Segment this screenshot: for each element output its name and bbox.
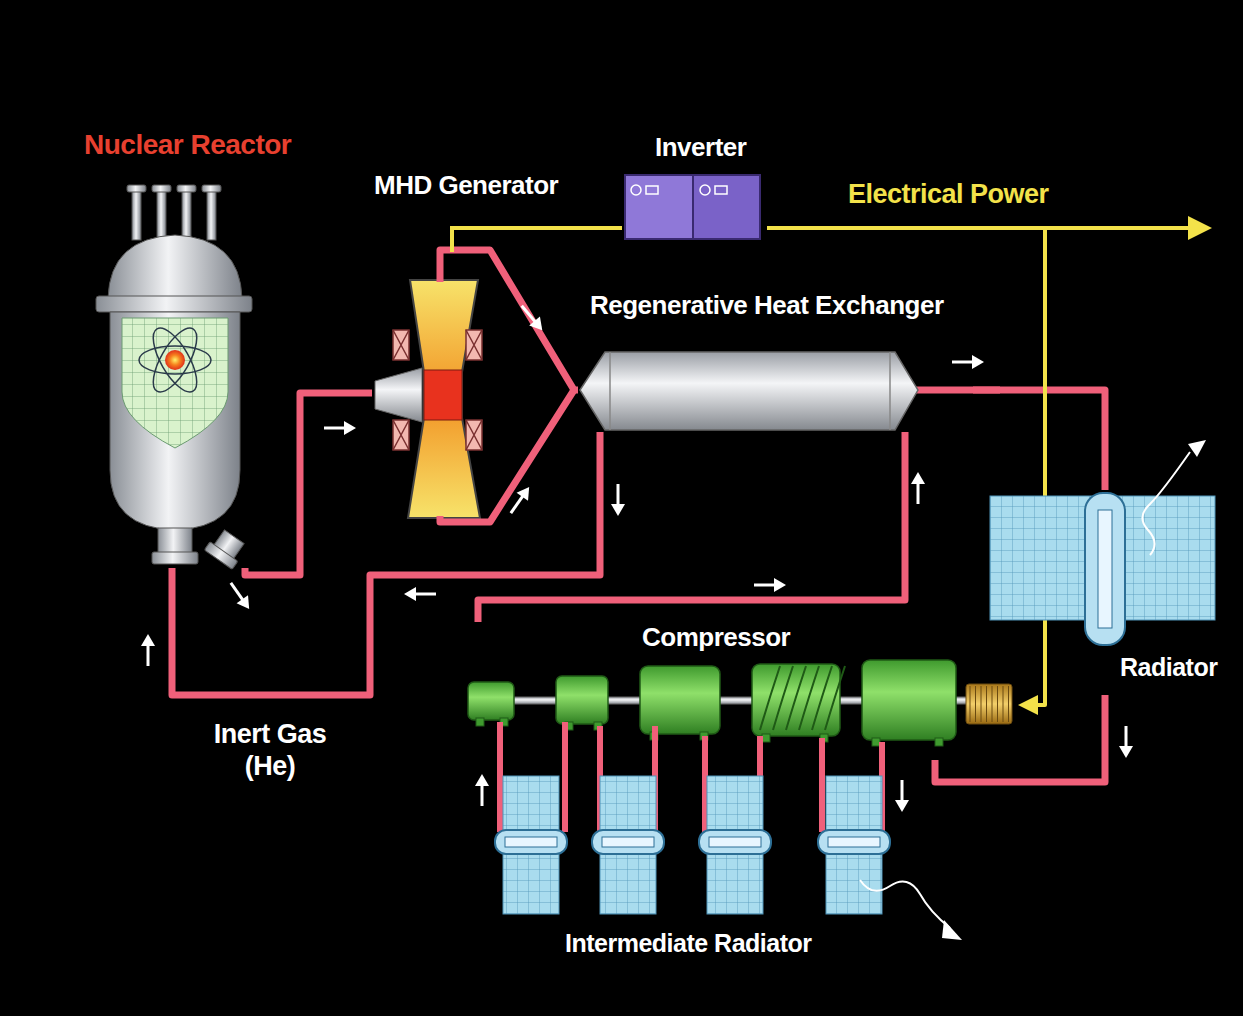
power-output-arrow	[1045, 216, 1212, 240]
component-label: Inverter	[655, 132, 746, 163]
gear-tooth	[970, 686, 971, 722]
component-label: Nuclear Reactor	[84, 128, 291, 162]
radiator-unit	[699, 776, 771, 914]
component-label: Intermediate Radiator	[565, 928, 812, 958]
flow-arrow	[754, 578, 786, 592]
compressor-train	[468, 660, 1012, 746]
output-label: Electrical Power	[848, 178, 1049, 210]
heat-wave-arrow	[860, 880, 950, 928]
reactor-vessel	[96, 185, 252, 569]
coolant-pipe	[973, 390, 1105, 490]
fluid-label: Inert Gas (He)	[200, 718, 340, 783]
spring-coil	[773, 666, 793, 730]
radiator-node: Radiator	[985, 490, 1225, 695]
generator-node: MHD Generator	[372, 168, 572, 523]
coolant-pipe	[478, 432, 905, 622]
flow-arrow	[516, 301, 547, 335]
mhd-generator	[375, 280, 482, 518]
flow-arrow	[404, 587, 436, 601]
radiator-unit	[818, 776, 890, 914]
component-label: MHD Generator	[374, 170, 558, 201]
gear-tooth	[981, 686, 982, 722]
flow-arrow	[911, 472, 925, 504]
spring-coil	[799, 666, 819, 730]
gear-tooth	[1003, 686, 1004, 722]
inverter-node: Inverter	[622, 132, 767, 242]
spring-coil	[825, 666, 845, 730]
component-label: Regenerative Heat Exchanger	[590, 290, 944, 321]
flow-arrow	[611, 484, 625, 516]
flow-arrow	[475, 774, 489, 806]
component-label: Compressor	[642, 622, 790, 653]
radiator-panel	[990, 440, 1215, 645]
intermediate-radiator-panels	[495, 776, 890, 914]
gear-tooth	[975, 686, 976, 722]
flow-arrow	[952, 355, 984, 369]
radiator-unit	[495, 776, 567, 914]
gear-tooth	[1008, 686, 1009, 722]
component-label: Radiator	[1120, 652, 1217, 682]
intermediate-radiator-node: Intermediate Radiator	[495, 770, 890, 965]
flow-arrow	[324, 421, 356, 435]
heat-exchanger	[580, 352, 1000, 430]
reactor-node: Nuclear Reactor	[80, 128, 315, 568]
mhd-output-wire	[452, 228, 574, 252]
coolant-pipe	[935, 695, 1105, 782]
gear-tooth	[992, 686, 993, 722]
spring-coil	[812, 666, 832, 730]
spring-coil	[786, 666, 806, 730]
coolant-pipe	[245, 393, 372, 575]
compressor-node: Compressor	[462, 622, 1022, 760]
spring-coil	[760, 666, 780, 730]
flow-arrow	[141, 634, 155, 666]
flow-arrow	[895, 780, 909, 812]
flow-arrows	[141, 301, 1133, 812]
power-wire	[572, 226, 622, 230]
flow-arrow	[225, 579, 255, 613]
flow-arrow	[1119, 726, 1133, 758]
radiator-unit	[592, 776, 664, 914]
inverter-unit	[625, 175, 760, 239]
heat-wave-head	[942, 920, 962, 940]
heat-exchanger-node: Regenerative Heat Exchanger	[578, 290, 973, 432]
flow-arrow	[505, 483, 535, 517]
gear-tooth	[986, 686, 987, 722]
gear-tooth	[997, 686, 998, 722]
mhd-outlet-pipes	[440, 250, 574, 522]
